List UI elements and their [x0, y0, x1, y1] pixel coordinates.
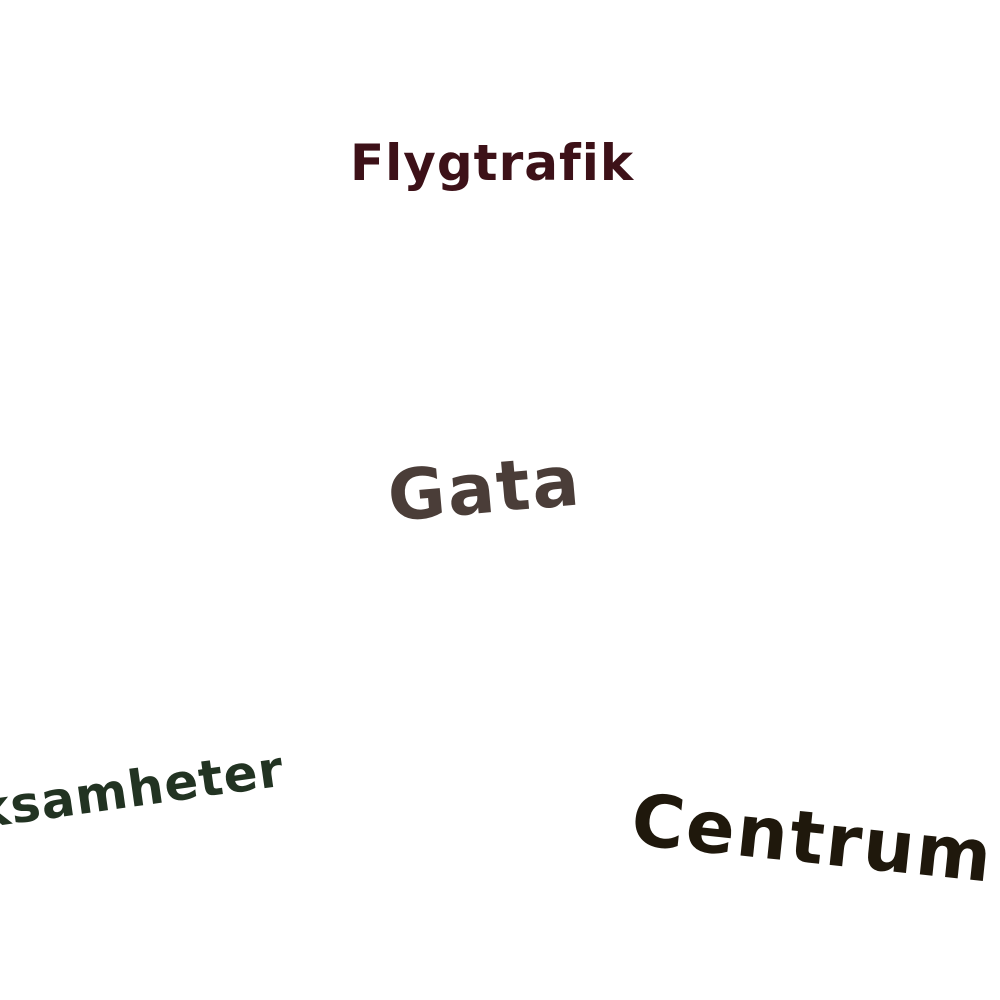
label-flygtrafik: Flygtrafik	[350, 134, 635, 192]
label-centrum: Centrum	[627, 777, 998, 899]
label-gata: Gata	[384, 439, 585, 538]
label-verksamheter: Verksamheter	[0, 739, 288, 854]
